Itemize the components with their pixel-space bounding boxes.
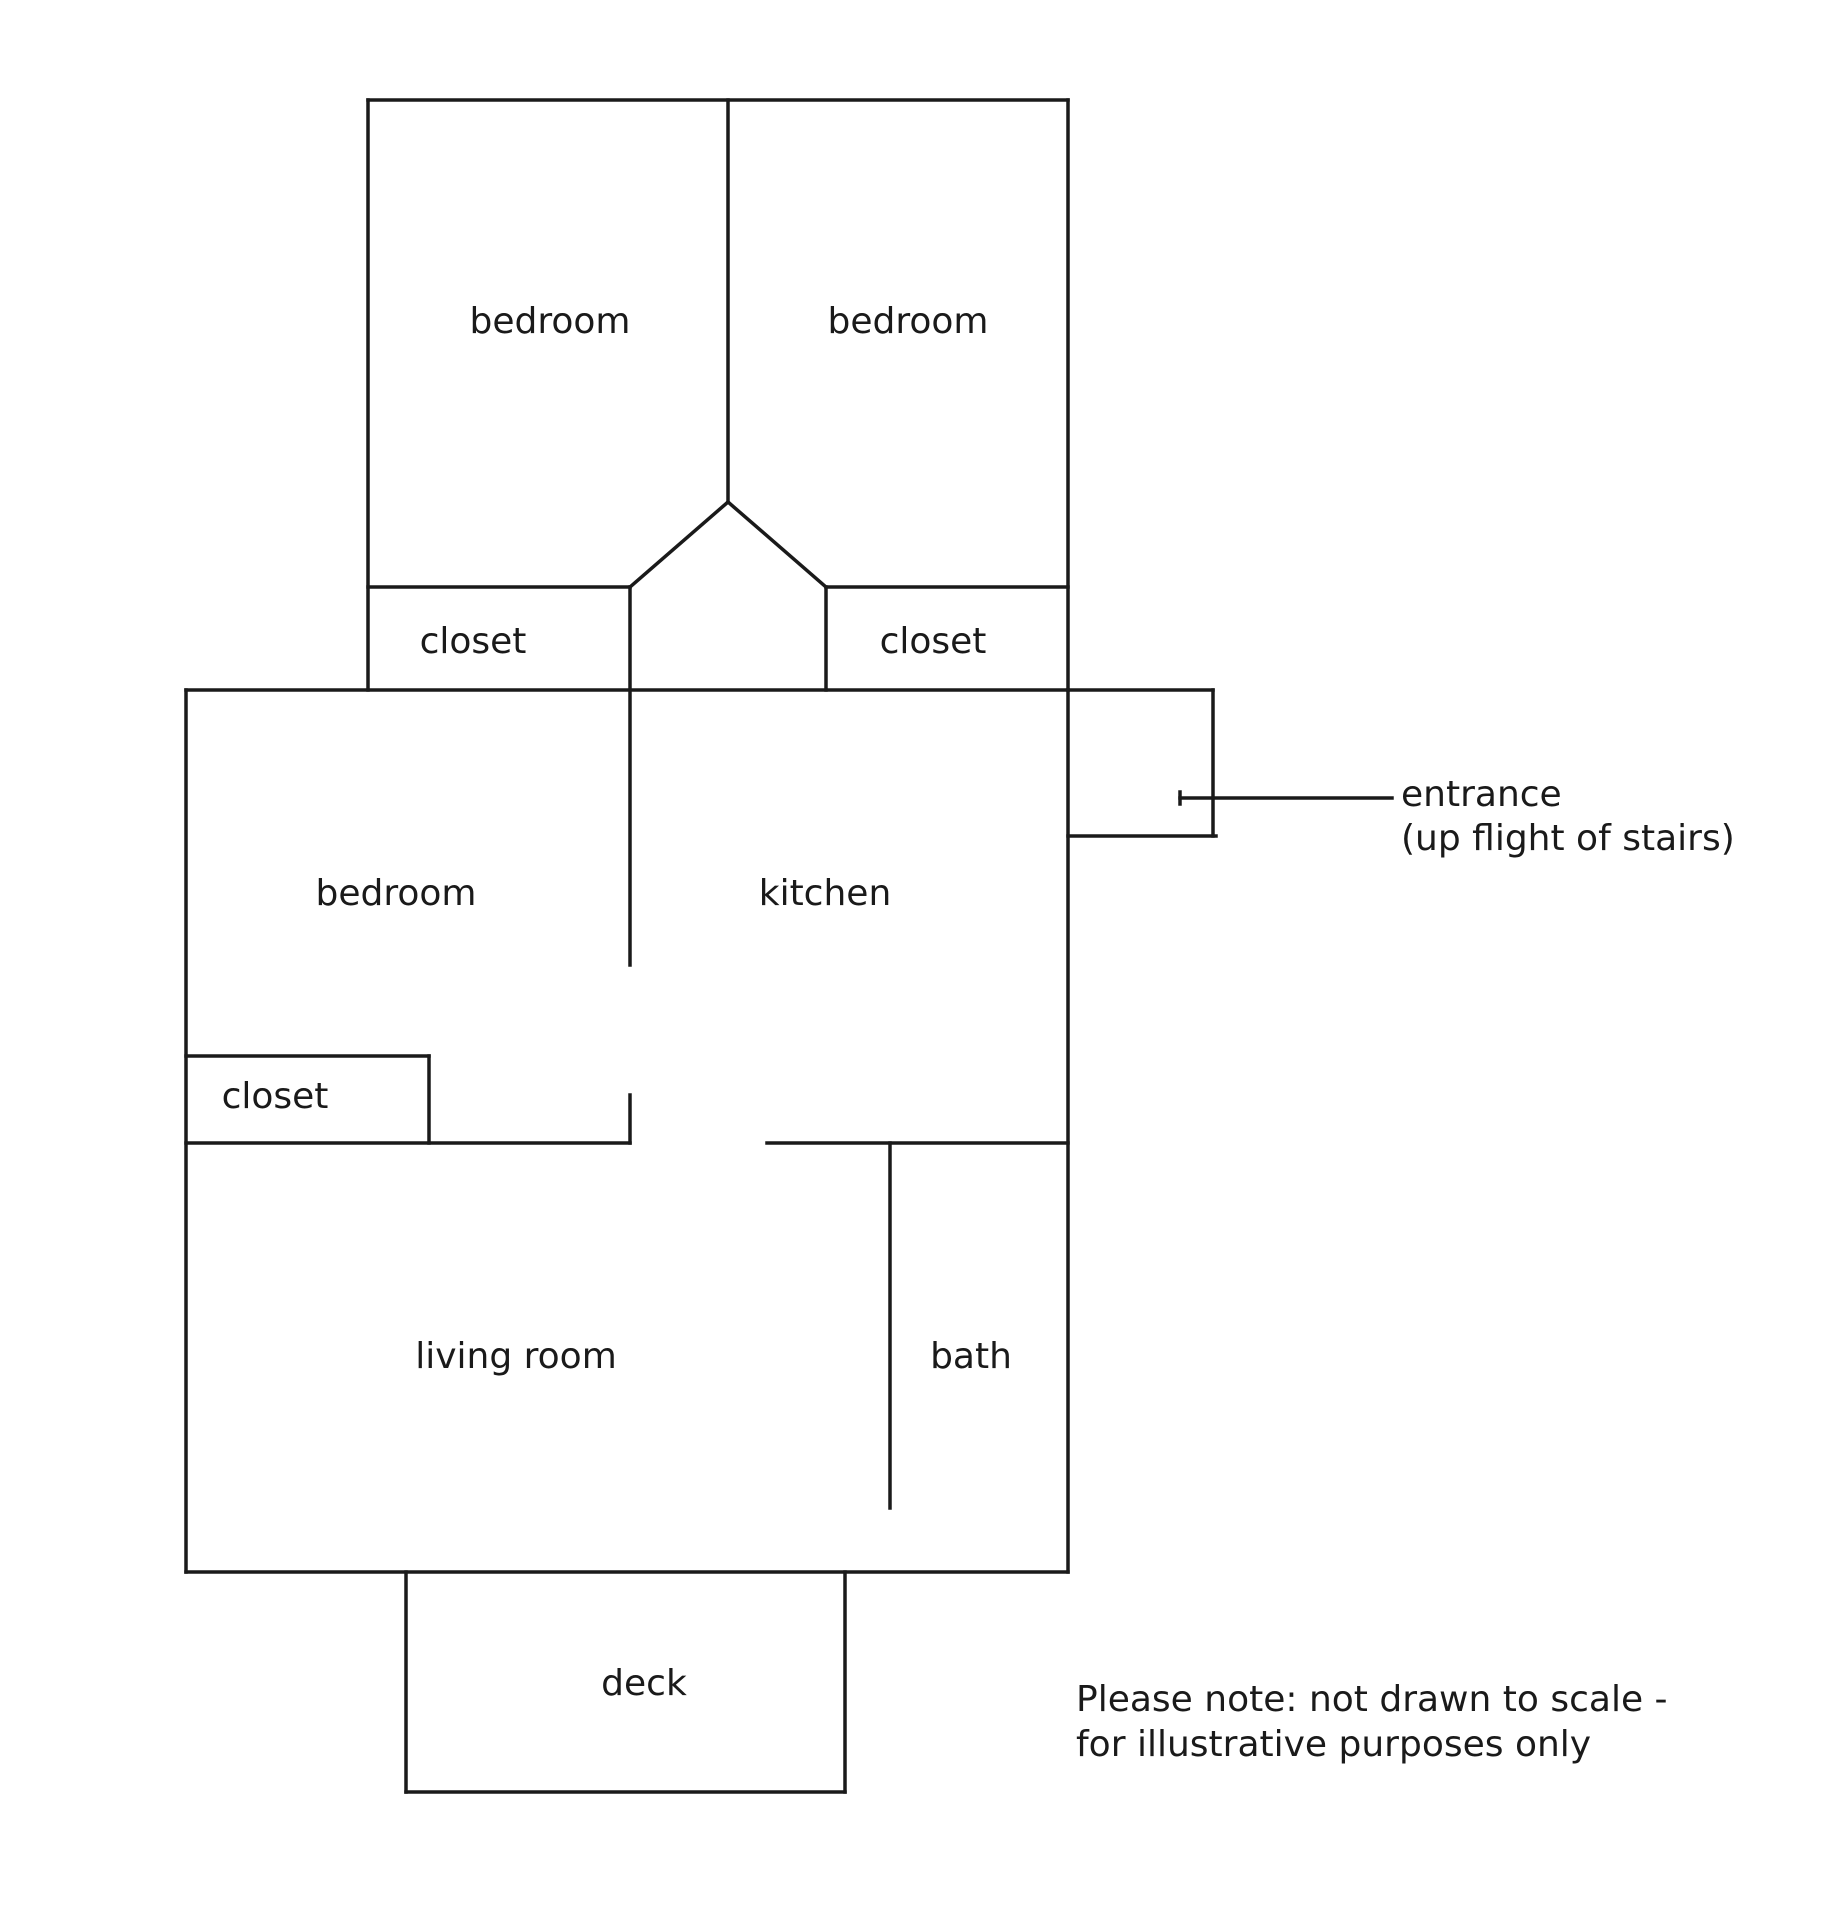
entrance-walls <box>1066 688 1218 838</box>
bedroom-lower-label: bedroom <box>316 873 477 914</box>
deck-label: deck <box>601 1663 687 1704</box>
bedroom-upper-left-label: bedroom <box>470 301 631 342</box>
scale-note-line-1: Please note: not drawn to scale - <box>1076 1679 1668 1720</box>
deck-walls <box>404 1570 847 1794</box>
living-room-label: living room <box>415 1336 617 1377</box>
kitchen-label: kitchen <box>759 873 892 914</box>
bath-label: bath <box>930 1336 1012 1377</box>
entrance-label: entrance <box>1401 774 1562 815</box>
hall-angle-left-wall <box>627 499 731 590</box>
hall-angle-right-wall <box>725 499 829 590</box>
entrance-sub-label: (up flight of stairs) <box>1401 818 1735 859</box>
main-block-walls <box>184 688 1070 1574</box>
closet-upper-left-label: closet <box>420 621 527 662</box>
entrance-arrow-icon <box>1178 790 1394 806</box>
bedroom-upper-right-label: bedroom <box>828 301 989 342</box>
closet-upper-right-label: closet <box>880 621 987 662</box>
upper-wing-walls <box>366 98 1070 967</box>
scale-note-line-2: for illustrative purposes only <box>1076 1724 1591 1765</box>
closet-lower-label: closet <box>222 1076 329 1117</box>
